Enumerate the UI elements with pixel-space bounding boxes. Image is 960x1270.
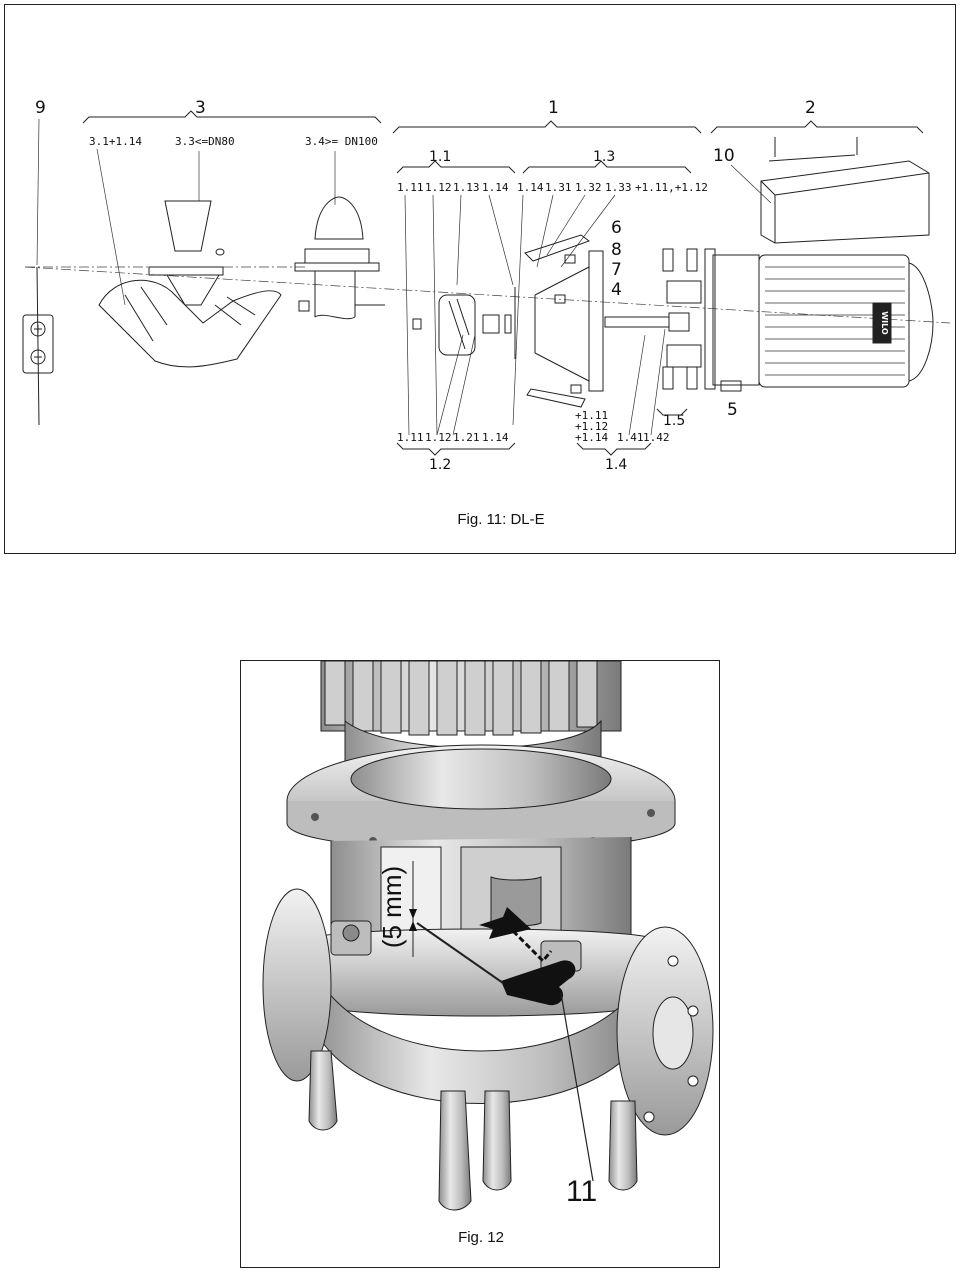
- label-b-1-21: 1.21: [453, 431, 480, 444]
- label-3: 3: [195, 98, 206, 118]
- label-1-4: 1.4: [605, 457, 627, 473]
- label-7: 7: [611, 260, 622, 280]
- exploded-view-drawing: 9 3 1 2 3.1+1.14 3.3<=DN80 3.4>= DN100 1…: [22, 98, 951, 473]
- label-1-3: 1.3: [593, 149, 615, 165]
- leader-lines: [36, 118, 772, 436]
- label-b-p1-14: +1.14: [575, 431, 608, 444]
- fork-wrench: [416, 922, 576, 1006]
- label-1-32: 1.32: [575, 181, 602, 194]
- gap-dimension-arrow: [409, 861, 417, 957]
- bellmouth-dn100-drawing: [294, 196, 385, 320]
- label-1-11: 1.11: [397, 181, 424, 194]
- label-1-14b: 1.14: [517, 181, 544, 194]
- pump-illustration: (5 mm): [262, 661, 714, 1211]
- figure-12-frame: (5 mm) 11 Fig. 12: [240, 660, 720, 1268]
- label-1-31: 1.31: [545, 181, 572, 194]
- label-b-p1-11: +1.11: [575, 409, 608, 422]
- label-1-5: 1.5: [663, 413, 685, 429]
- figure-12-caption: Fig. 12: [458, 1229, 504, 1246]
- impeller-drawing: [412, 287, 516, 359]
- label-1-1: 1.1: [429, 149, 451, 165]
- label-6: 6: [611, 218, 622, 238]
- figure-11-caption: Fig. 11: DL-E: [457, 511, 545, 528]
- gap-dimension-label: (5 mm): [377, 866, 407, 948]
- label-1-2: 1.2: [429, 457, 451, 473]
- pump-feet: [308, 1050, 638, 1211]
- label-plus-1-11-1-12: +1.11,+1.12: [635, 181, 708, 194]
- label-3-3: 3.3<=DN80: [175, 135, 235, 148]
- label-b-1-42: 1.42: [643, 431, 670, 444]
- lantern-drawing: [524, 234, 604, 408]
- label-1-33: 1.33: [605, 181, 632, 194]
- label-9: 9: [35, 98, 46, 118]
- label-1-13: 1.13: [453, 181, 480, 194]
- label-8: 8: [611, 240, 622, 260]
- shaft-drawing: [604, 312, 690, 332]
- label-b-1-12: 1.12: [425, 431, 452, 444]
- label-4: 4: [611, 280, 622, 300]
- label-b-1-14: 1.14: [482, 431, 509, 444]
- label-1-12: 1.12: [425, 181, 452, 194]
- label-5: 5: [727, 400, 738, 420]
- label-b-1-11: 1.11: [397, 431, 424, 444]
- pump-casing: [262, 888, 714, 1136]
- pressure-sensor-drawing: [22, 266, 54, 426]
- label-3-1: 3.1+1.14: [89, 135, 142, 148]
- motor-drawing: [704, 137, 934, 392]
- figure-11-frame: 9 3 1 2 3.1+1.14 3.3<=DN80 3.4>= DN100 1…: [4, 4, 956, 554]
- part-number-11: 11: [566, 1175, 598, 1208]
- bolts-drawing: [662, 248, 702, 390]
- label-1-14a: 1.14: [482, 181, 509, 194]
- pump-housing-drawing: [98, 200, 282, 368]
- label-b-1-41: 1.41: [617, 431, 644, 444]
- adjustment-arrow: [479, 907, 553, 964]
- label-2: 2: [805, 98, 816, 118]
- label-10: 10: [713, 146, 735, 166]
- brand-logo: WILO: [880, 311, 889, 335]
- label-1: 1: [548, 98, 559, 118]
- label-3-4: 3.4>= DN100: [305, 135, 378, 148]
- label-b-p1-12: +1.12: [575, 420, 608, 433]
